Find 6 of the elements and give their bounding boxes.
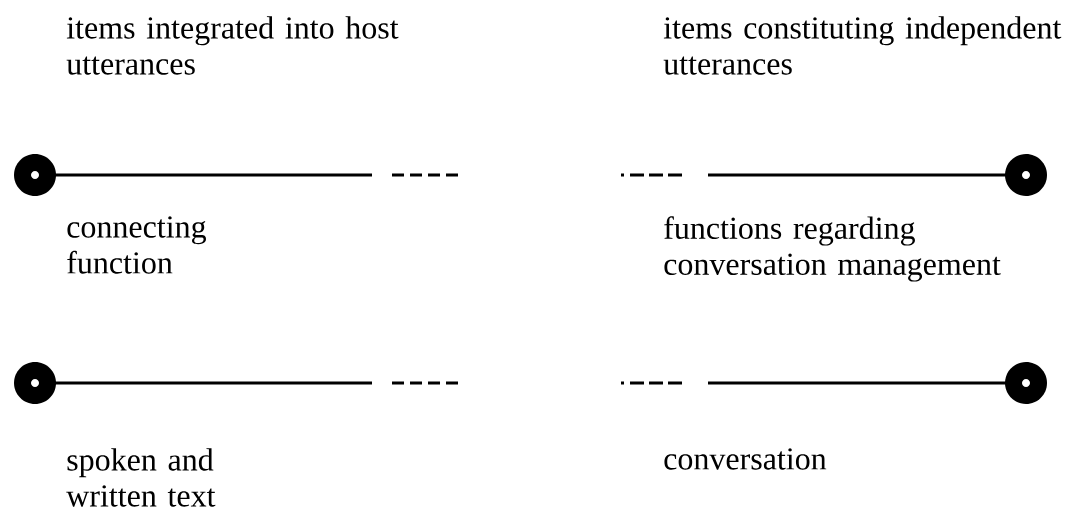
label-text: functions regarding conversation management [664, 216, 1001, 282]
label-text: items constituting independent utterances [663, 16, 1062, 75]
label-text: spoken and written text [66, 448, 216, 507]
label-text: connecting function [67, 216, 206, 274]
label-text: items integrated into host utterances [66, 16, 399, 75]
label-text: conversation [664, 448, 827, 470]
